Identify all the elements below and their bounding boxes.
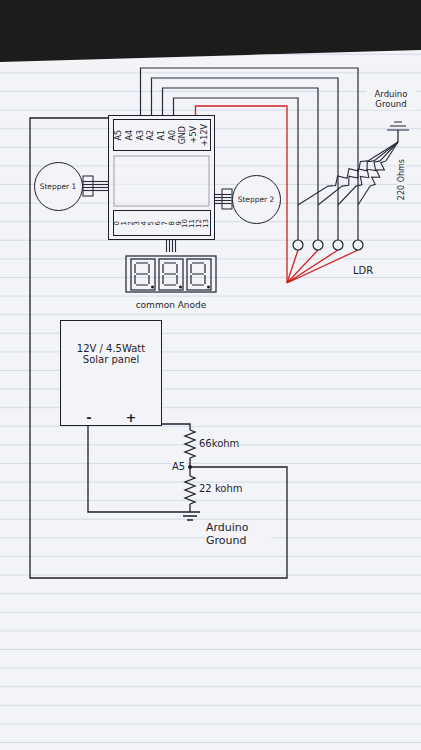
- ribbon-wire: [83, 182, 109, 191]
- motor-label: Stepper 2: [238, 195, 275, 204]
- resistor-value: 22 kohm: [198, 483, 244, 495]
- display-label: common Anode: [118, 300, 224, 310]
- ground-label: Arduino Ground: [366, 90, 416, 110]
- sensor-label: LDR: [352, 265, 374, 277]
- pin-name: A5: [171, 461, 186, 473]
- stepper-plug: [83, 176, 93, 196]
- resistor-value: 66kohm: [198, 438, 240, 450]
- pin-header: 012345678910111213: [113, 210, 211, 236]
- resistor-symbol: [298, 142, 398, 205]
- motor-label: Stepper 1: [40, 182, 77, 191]
- pin-label: A2: [147, 130, 155, 141]
- paper: [0, 50, 421, 750]
- pin-label: A3: [137, 130, 145, 141]
- pin-label: A0: [169, 130, 177, 141]
- stepper-plug: [222, 189, 232, 209]
- ruled-lines: [0, 50, 421, 750]
- pin-label: +12V: [201, 124, 209, 146]
- pin-label: 7: [162, 221, 169, 225]
- pin-header: A5A4A3A2A1A0GND+5V+12V: [113, 119, 211, 151]
- terminal-sign: +: [123, 410, 139, 425]
- pin-label: A5: [115, 130, 123, 141]
- ground-label: Arduino Ground: [205, 522, 271, 547]
- pin-label: 8: [169, 221, 176, 225]
- supply-wire: [196, 106, 359, 283]
- pin-label: A4: [126, 130, 134, 141]
- panel-label: 12V / 4.5Watt Solar panel: [71, 343, 151, 365]
- pin-label: 0: [114, 221, 121, 225]
- solar-panel: 12V / 4.5Watt Solar panel - +: [60, 320, 162, 426]
- pin-label: 13: [203, 219, 210, 228]
- arduino-board: A5A4A3A2A1A0GND+5V+12V012345678910111213: [108, 115, 215, 240]
- seven-segment-display: [126, 256, 216, 292]
- seven-segment-display: common Anode: [118, 252, 224, 312]
- pin-label: GND: [179, 126, 187, 144]
- pin-label: 6: [155, 221, 162, 225]
- junction-dot: [188, 465, 192, 469]
- ribbon-wire: [215, 195, 232, 204]
- pin-label: A1: [158, 130, 166, 141]
- ldr-symbol: [293, 240, 363, 250]
- pin-label: 1: [121, 221, 128, 225]
- pin-label: +5V: [190, 126, 198, 143]
- stepper-motor: Stepper 1: [34, 162, 83, 211]
- ground-symbol: [387, 122, 409, 142]
- pin-label: 12: [196, 219, 203, 228]
- terminal-sign: -: [81, 410, 97, 425]
- resistor-value: 220 Ohms: [397, 158, 406, 201]
- stepper-motor: Stepper 2: [232, 175, 281, 224]
- ribbon-wire: [167, 240, 176, 252]
